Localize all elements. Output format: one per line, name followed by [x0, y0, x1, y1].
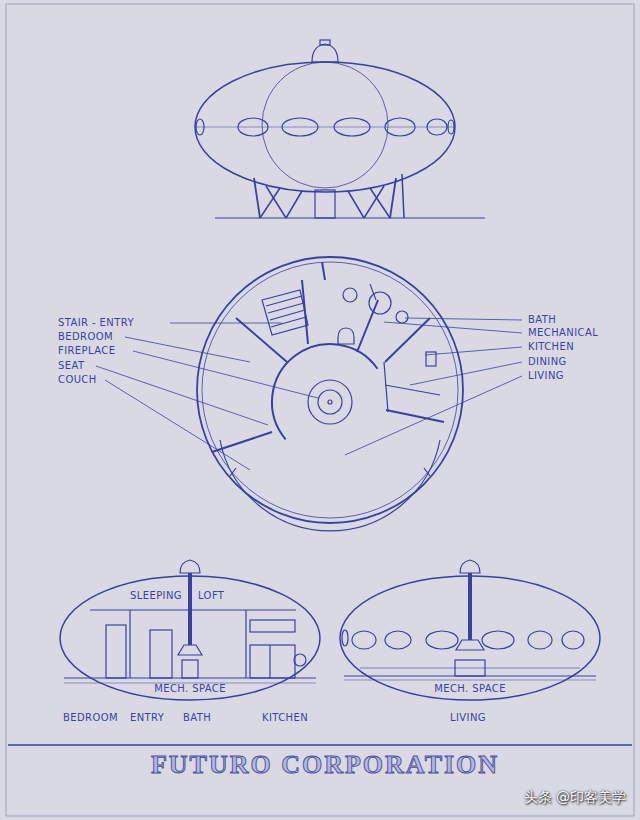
callout-label: KITCHEN — [528, 341, 574, 353]
section-caption: ENTRY — [130, 712, 164, 724]
callout-label: BEDROOM — [58, 331, 113, 343]
section-view — [60, 560, 320, 700]
section-caption: BATH — [183, 712, 211, 724]
section-caption: BEDROOM — [63, 712, 118, 724]
callout-label: MECHANICAL — [528, 327, 598, 339]
leader-line — [96, 318, 522, 470]
space-label: MECH. SPACE — [154, 683, 226, 695]
section-view — [340, 560, 600, 700]
callout-label: COUCH — [58, 374, 97, 386]
callout-label: SEAT — [58, 360, 84, 372]
callout-label: BATH — [528, 314, 556, 326]
section-caption: LIVING — [450, 712, 486, 724]
sheet-title: FUTURO CORPORATION — [151, 750, 499, 780]
space-label: MECH. SPACE — [434, 683, 506, 695]
floor-plan — [197, 257, 463, 531]
callout-label: FIREPLACE — [58, 345, 115, 357]
callout-label: LIVING — [528, 370, 564, 382]
callout-label: STAIR - ENTRY — [58, 317, 134, 329]
section-caption: KITCHEN — [262, 712, 308, 724]
elevation-view — [195, 40, 485, 218]
watermark: 头条 @印客美学 — [524, 788, 626, 806]
callout-label: DINING — [528, 356, 567, 368]
room-label: SLEEPING — [130, 590, 182, 602]
room-label: LOFT — [198, 590, 224, 602]
